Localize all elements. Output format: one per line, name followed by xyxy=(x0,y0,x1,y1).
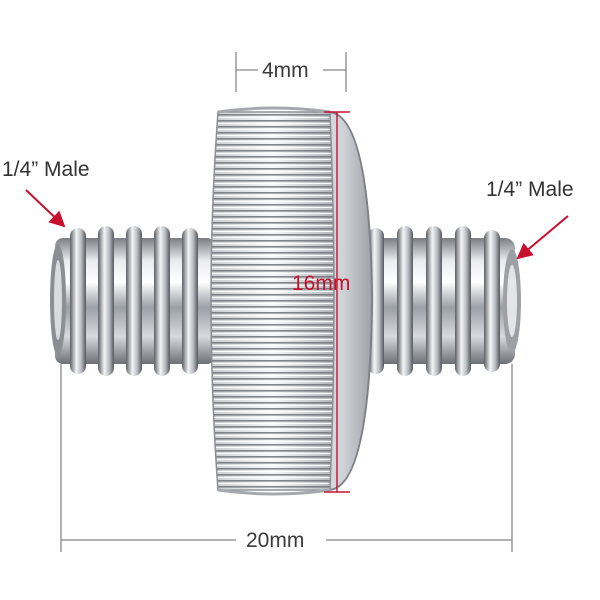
knurled-nut xyxy=(210,106,374,496)
right-thread-label: 1/4” Male xyxy=(486,178,574,201)
dimension-lines xyxy=(60,52,513,552)
left-thread-label: 1/4” Male xyxy=(2,158,90,181)
left-threaded-stud xyxy=(50,226,215,376)
nut-diameter-label: 16mm xyxy=(292,272,350,295)
nut-thickness-label: 4mm xyxy=(262,59,309,82)
overall-length-label: 20mm xyxy=(246,529,304,552)
left-thread-arrow xyxy=(25,189,66,228)
right-thread-arrow xyxy=(516,215,569,260)
